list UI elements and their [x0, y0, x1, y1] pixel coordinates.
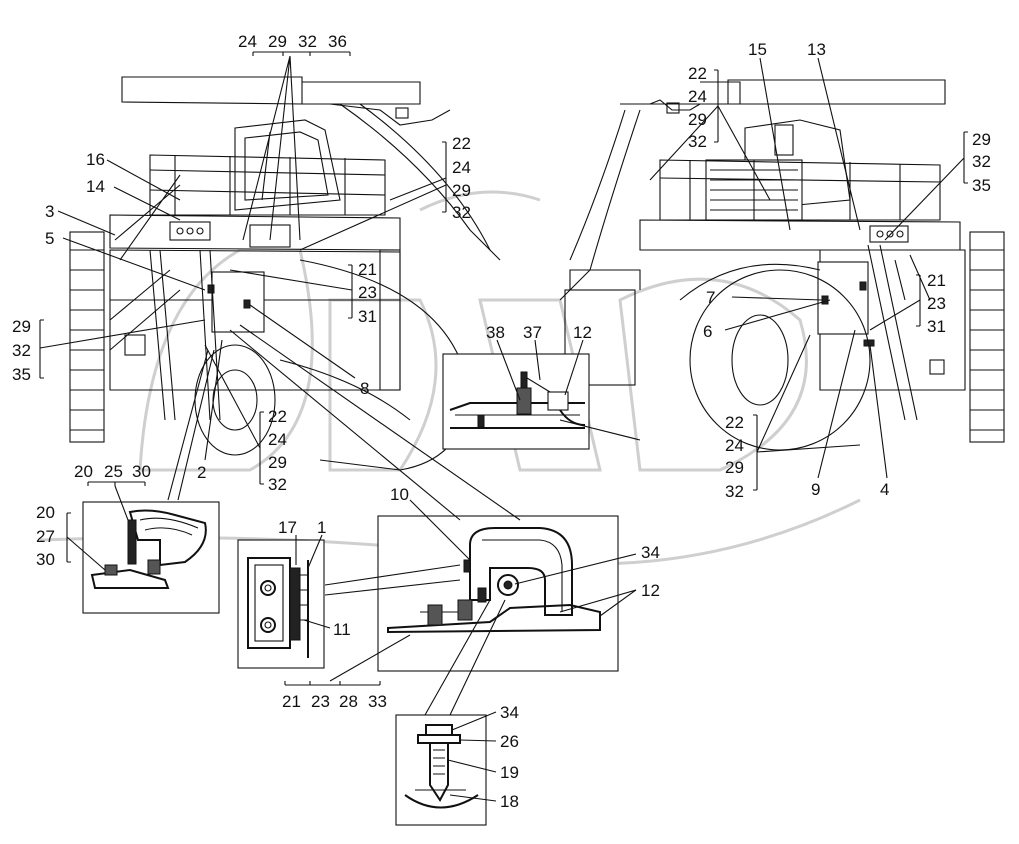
label-32: 32 — [725, 482, 744, 501]
label-22: 22 — [452, 134, 471, 153]
label-23: 23 — [311, 692, 330, 711]
label-27: 27 — [36, 527, 55, 546]
label-3: 3 — [45, 202, 54, 221]
label-32: 32 — [12, 341, 31, 360]
label-37: 37 — [523, 323, 542, 342]
label-30: 30 — [132, 462, 151, 481]
right-body — [819, 249, 966, 391]
detail-center — [442, 353, 590, 450]
label-35: 35 — [12, 365, 31, 384]
label-24: 24 — [688, 87, 707, 106]
label-22: 22 — [725, 413, 744, 432]
left-boom-beam — [302, 81, 421, 105]
detail-c — [377, 515, 619, 672]
detail-c-frame — [377, 515, 619, 672]
right-leg — [867, 244, 918, 421]
label-29: 29 — [268, 32, 287, 51]
label-7: 7 — [706, 288, 715, 307]
label-22: 22 — [688, 64, 707, 83]
label-19: 19 — [500, 763, 519, 782]
label-12: 12 — [573, 323, 592, 342]
label-12: 12 — [641, 581, 660, 600]
label-24: 24 — [452, 158, 471, 177]
label-9: 9 — [811, 480, 820, 499]
label-24: 24 — [725, 436, 744, 455]
label-16: 16 — [86, 150, 105, 169]
right-boom-top — [727, 79, 946, 105]
label-29: 29 — [688, 110, 707, 129]
label-8: 8 — [360, 379, 369, 398]
label-18: 18 — [500, 792, 519, 811]
label-29: 29 — [972, 130, 991, 149]
detail-a — [82, 501, 220, 614]
label-21: 21 — [358, 260, 377, 279]
label-33: 33 — [368, 692, 387, 711]
label-17: 17 — [278, 518, 297, 537]
detail-b-frame — [237, 539, 325, 669]
detail-b — [237, 539, 325, 669]
label-35: 35 — [972, 176, 991, 195]
label-13: 13 — [807, 40, 826, 59]
label-31: 31 — [927, 317, 946, 336]
label-21: 21 — [282, 692, 301, 711]
right-track — [969, 231, 1005, 443]
label-34: 34 — [500, 703, 519, 722]
label-29: 29 — [12, 317, 31, 336]
label-20: 20 — [36, 503, 55, 522]
part-labels: 24 29 32 36 22 24 29 32 16 14 3 5 21 23 … — [12, 32, 991, 811]
label-24: 24 — [238, 32, 257, 51]
right-deck — [639, 219, 961, 251]
label-11: 11 — [333, 620, 351, 639]
label-20: 20 — [74, 462, 93, 481]
label-25: 25 — [104, 462, 123, 481]
label-23: 23 — [358, 283, 377, 302]
label-32: 32 — [298, 32, 317, 51]
label-28: 28 — [339, 692, 358, 711]
label-5: 5 — [45, 229, 54, 248]
label-36: 36 — [328, 32, 347, 51]
label-32: 32 — [972, 152, 991, 171]
label-4: 4 — [880, 480, 889, 499]
label-23: 23 — [927, 294, 946, 313]
label-24: 24 — [268, 430, 287, 449]
right-railing — [659, 159, 941, 221]
label-32: 32 — [268, 475, 287, 494]
label-34: 34 — [641, 543, 660, 562]
detail-d — [395, 714, 487, 826]
label-32: 32 — [452, 203, 471, 222]
left-leg-2 — [199, 249, 221, 421]
bracket-ticks — [40, 69, 968, 563]
label-1: 1 — [317, 518, 326, 537]
right-machine — [559, 79, 1005, 451]
label-29: 29 — [725, 458, 744, 477]
left-leg-1 — [149, 249, 176, 421]
label-32: 32 — [688, 132, 707, 151]
label-31: 31 — [358, 307, 377, 326]
label-10: 10 — [390, 485, 409, 504]
left-center-box — [211, 271, 265, 333]
label-14: 14 — [86, 177, 105, 196]
label-30: 30 — [36, 550, 55, 569]
label-22: 22 — [268, 407, 287, 426]
label-2: 2 — [197, 463, 206, 482]
label-6: 6 — [703, 322, 712, 341]
label-29: 29 — [452, 181, 471, 200]
label-26: 26 — [500, 732, 519, 751]
leader-lines — [39, 51, 965, 802]
label-38: 38 — [486, 323, 505, 342]
label-21: 21 — [927, 271, 946, 290]
left-railing — [149, 154, 386, 216]
label-29: 29 — [268, 453, 287, 472]
label-15: 15 — [748, 40, 767, 59]
left-boom-top — [121, 76, 303, 105]
